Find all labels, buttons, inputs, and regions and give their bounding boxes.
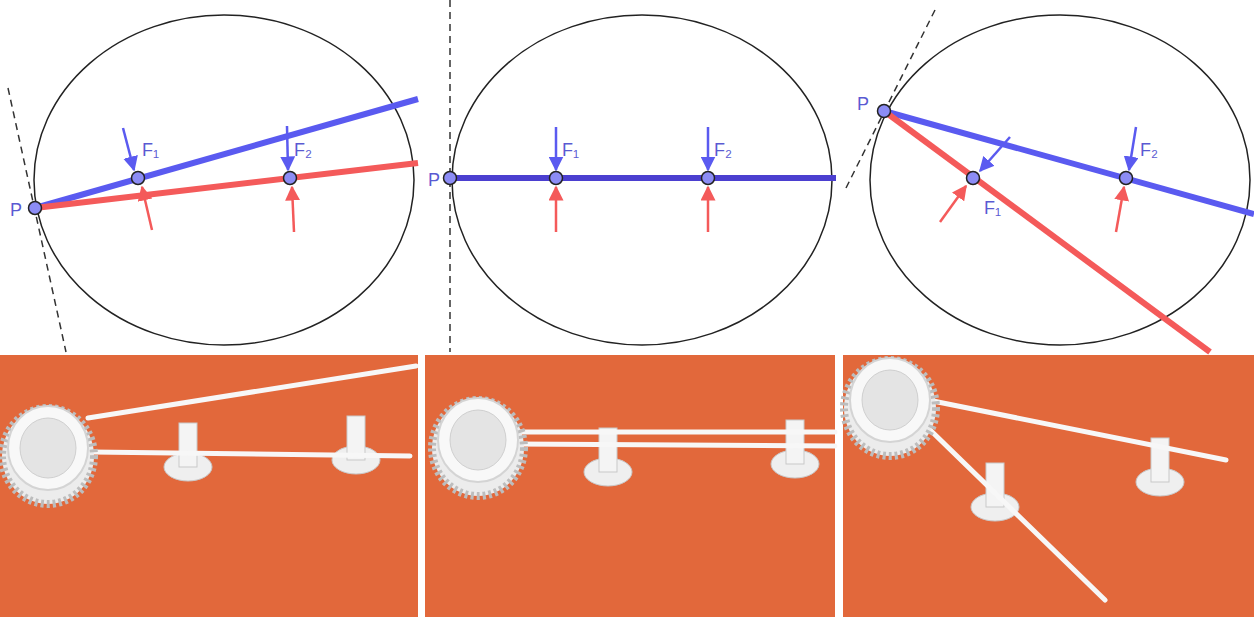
force-arrow [707,127,710,170]
point-marker [702,172,715,185]
force-arrow [555,187,558,232]
focus-label: F₁ [562,140,579,160]
post [179,423,197,467]
reflected-ray [450,175,836,181]
reflected-ray [35,99,418,208]
point-marker [29,202,42,215]
point-label: P [428,170,440,190]
focus-label: F₂ [294,140,312,160]
rod [515,430,835,435]
photo-background [843,355,1254,617]
photo-background [0,355,418,617]
rod [92,452,410,456]
point-marker [967,172,980,185]
rod [88,366,416,418]
force-arrow [287,126,288,170]
force-arrow [1116,187,1124,232]
point-marker [1120,172,1133,185]
reflected-ray [35,163,418,208]
point-marker [878,105,891,118]
force-arrow [707,187,710,232]
ring-hole [450,410,506,470]
tangent-line [845,10,935,190]
force-arrow [142,187,152,230]
rod [924,424,1105,600]
ellipse [870,15,1250,345]
force-arrow [555,127,558,170]
point-label: P [857,94,869,114]
focus-label: F₂ [1140,140,1158,160]
force-arrow [1129,127,1136,170]
post [786,420,804,464]
focus-label: F₁ [984,198,1001,218]
model-photo [0,355,418,617]
point-label: P [10,200,22,220]
ring-top [850,358,930,442]
ring-hole [20,418,76,478]
ring-hole [862,370,918,430]
force-arrow [292,187,294,232]
point-marker [444,172,457,185]
model-photo [843,355,1254,617]
point-marker [284,172,297,185]
rod [928,400,1226,460]
photo-background [425,355,835,617]
ellipse-panel [8,15,418,352]
ring-top [8,406,88,490]
reflected-ray [884,111,1210,352]
force-arrow [123,128,134,170]
model-photo [425,355,835,617]
tangent-line [8,88,66,352]
reflected-ray [884,111,1254,214]
focus-label: F₂ [714,140,732,160]
ellipse-panel [444,0,837,352]
force-arrow [940,186,966,222]
ellipse-panel [845,10,1254,352]
force-arrow [980,137,1010,171]
ellipse [34,15,414,345]
point-marker [550,172,563,185]
ring-top [438,398,518,482]
point-marker [132,172,145,185]
post [599,428,617,472]
rod [515,444,835,446]
focus-label: F₁ [142,140,159,160]
